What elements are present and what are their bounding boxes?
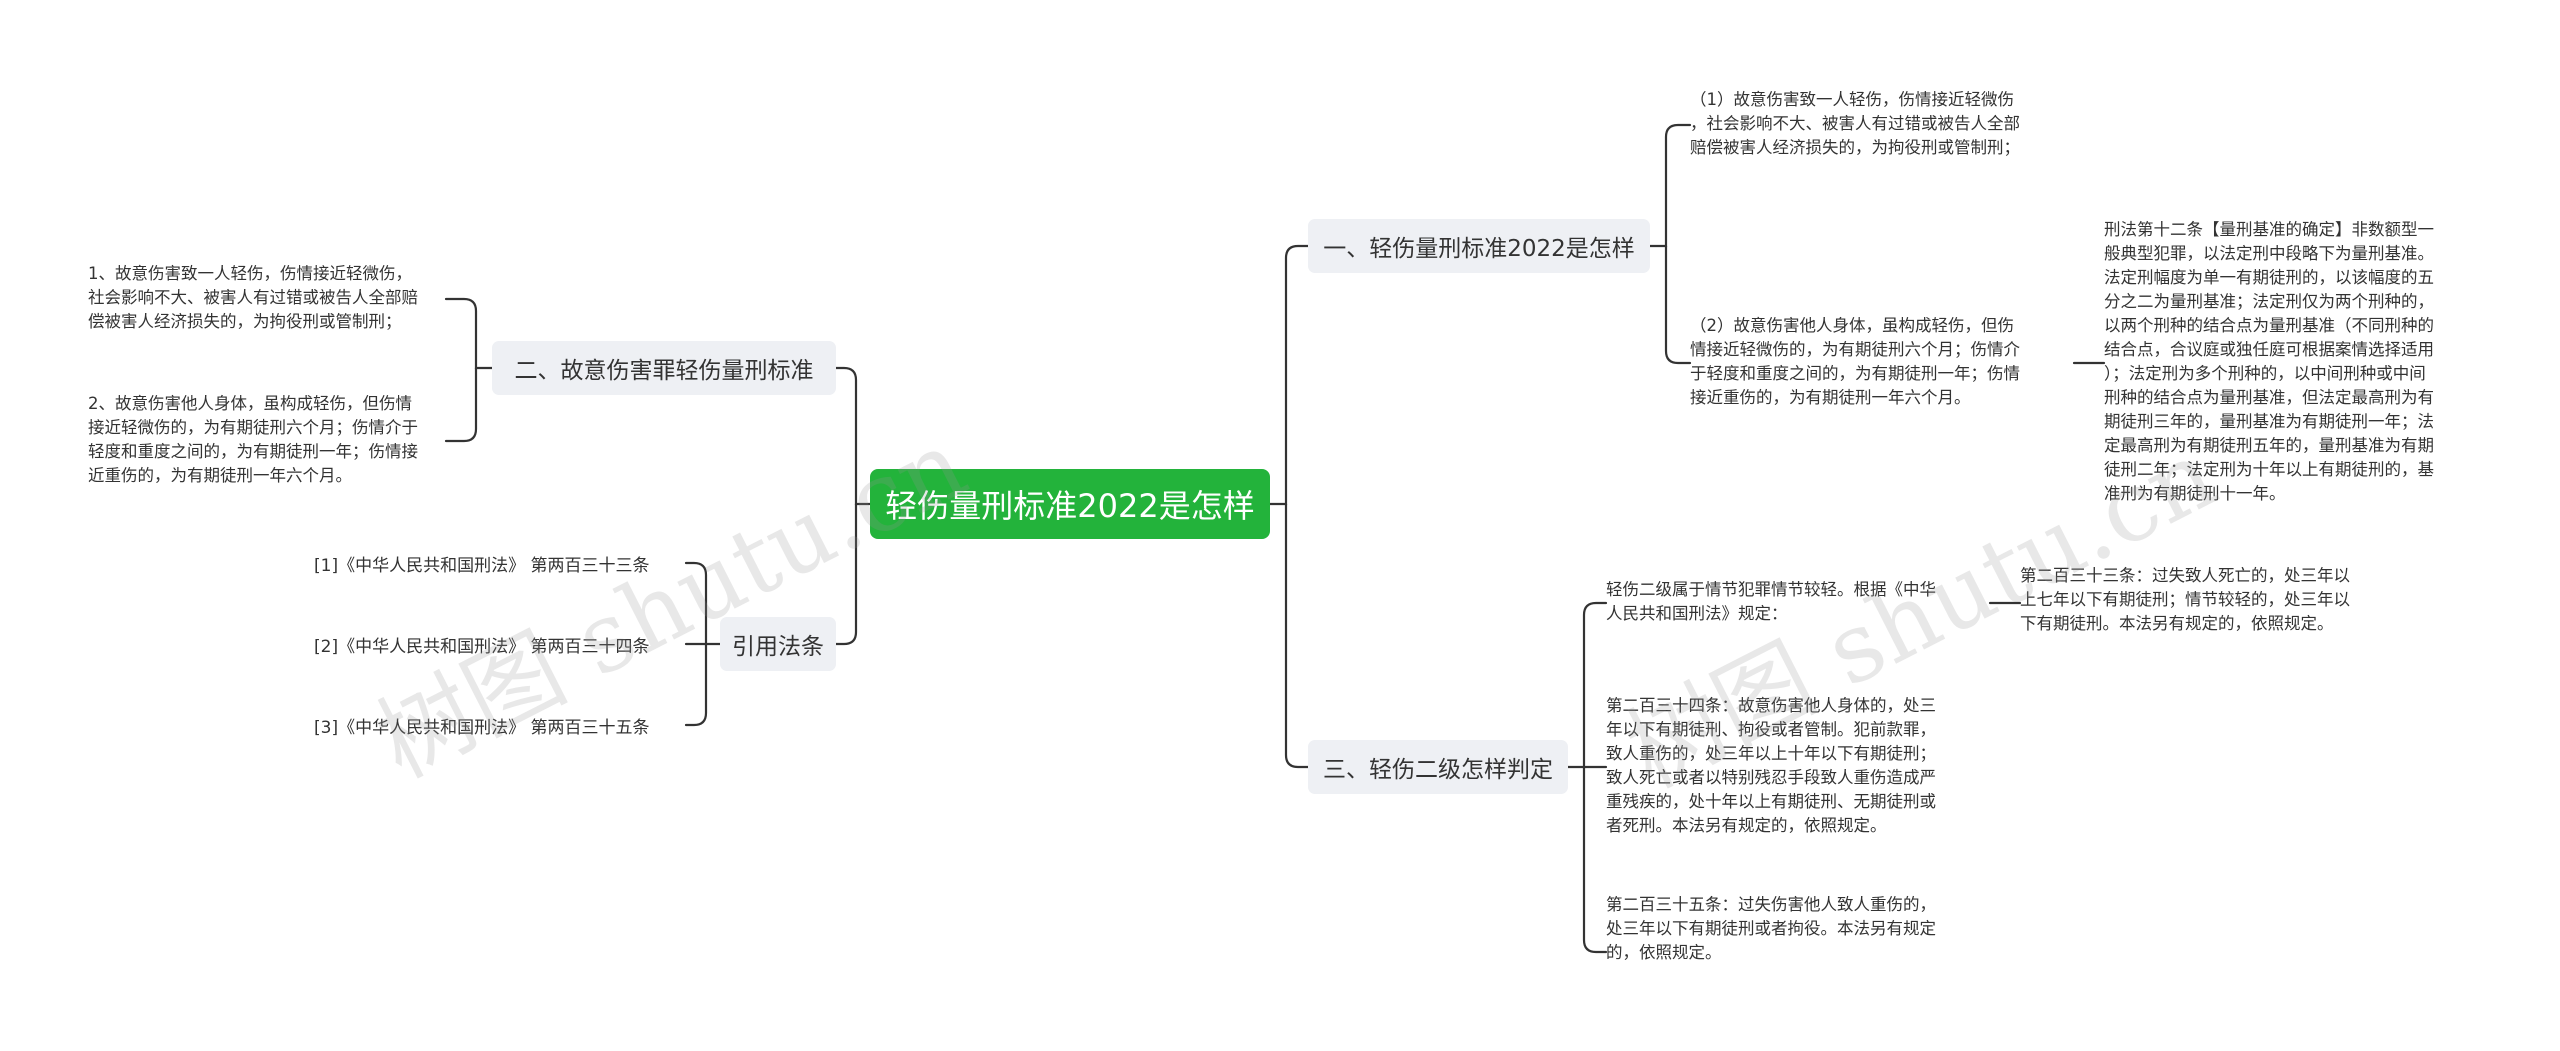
b3-leaf-article-233: 第二百三十三条：过失致人死亡的，处三年以 上七年以下有期徒刑；情节较轻的，处三年… bbox=[2020, 566, 2350, 633]
b1-leaf-detention: （1）故意伤害致一人轻伤，伤情接近轻微伤 ，社会影响不大、被害人有过错或被告人全… bbox=[1690, 90, 2020, 157]
b3-leaf-article-235: 第二百三十五条：过失伤害他人致人重伤的， 处三年以下有期徒刑或者拘役。本法另有规… bbox=[1606, 895, 1936, 962]
branch-minor-injury-grade-two[interactable]: 三、轻伤二级怎样判定 bbox=[1308, 740, 1568, 794]
b1-leaf-prison-terms: （2）故意伤害他人身体，虽构成轻伤，但伤 情接近轻微伤的，为有期徒刑六个月；伤情… bbox=[1690, 316, 2020, 407]
b2-leaf-two: 2、故意伤害他人身体，虽构成轻伤，但伤情 接近轻微伤的，为有期徒刑六个月；伤情介… bbox=[88, 394, 418, 485]
b3-leaf-article-234: 第二百三十四条：故意伤害他人身体的，处三 年以下有期徒刑、拘役或者管制。犯前款罪… bbox=[1606, 696, 1936, 835]
branch-sentencing-standard[interactable]: 一、轻伤量刑标准2022是怎样 bbox=[1308, 219, 1650, 273]
branch-intentional-injury-standard[interactable]: 二、故意伤害罪轻伤量刑标准 bbox=[492, 341, 836, 395]
branch-cited-statutes[interactable]: 引用法条 bbox=[720, 617, 836, 671]
ref-article-233[interactable]: [1]《中华人民共和国刑法》 第两百三十三条 bbox=[314, 556, 650, 576]
b3-leaf-intro: 轻伤二级属于情节犯罪情节较轻。根据《中华 人民共和国刑法》规定： bbox=[1606, 580, 1936, 623]
ref-article-235[interactable]: [3]《中华人民共和国刑法》 第两百三十五条 bbox=[314, 718, 650, 738]
b1-leaf-article-twelve: 刑法第十二条【量刑基准的确定】非数额型一 般典型犯罪，以法定刑中段略下为量刑基准… bbox=[2104, 220, 2434, 503]
b2-leaf-one: 1、故意伤害致一人轻伤，伤情接近轻微伤， 社会影响不大、被害人有过错或被告人全部… bbox=[88, 264, 418, 331]
root-topic[interactable]: 轻伤量刑标准2022是怎样 bbox=[870, 469, 1270, 539]
ref-article-234[interactable]: [2]《中华人民共和国刑法》 第两百三十四条 bbox=[314, 637, 650, 657]
